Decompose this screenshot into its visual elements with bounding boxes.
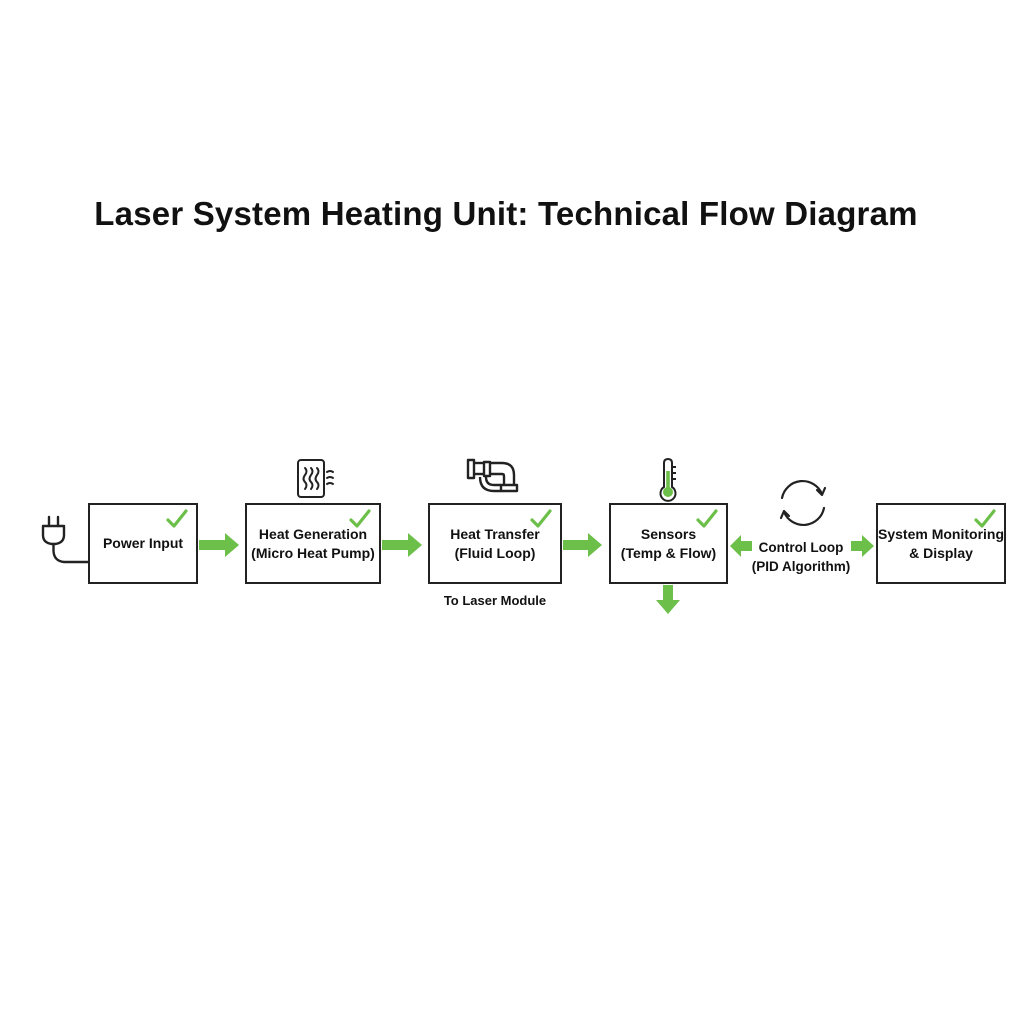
arrow-sensors-down [656,585,680,614]
node-label: Sensors [640,525,697,542]
arrow-control-loop-to-monitoring [851,535,874,557]
node-sensors: Sensors (Temp & Flow) [609,503,728,584]
check-icon [530,509,552,528]
node-heat-transfer: Heat Transfer (Fluid Loop) [428,503,562,584]
control-loop-label: Control Loop (PID Algorithm) [748,538,854,576]
check-icon [349,509,371,528]
heat-panel-icon [297,459,334,498]
control-loop-title: Control Loop [758,540,844,555]
node-power-input: Power Input [88,503,198,584]
pipe-icon [466,458,519,493]
plug-icon [41,515,90,564]
control-loop-subtitle: (PID Algorithm) [751,559,851,574]
node-sublabel: (Fluid Loop) [454,544,536,561]
diagram-title: Laser System Heating Unit: Technical Flo… [94,195,918,232]
node-label: Heat Generation [258,525,368,542]
node-sublabel: (Temp & Flow) [620,544,717,561]
check-icon [696,509,718,528]
arrow-heat-transfer-to-sensors [563,533,602,557]
thermometer-icon [659,457,677,502]
arrow-control-loop-to-sensors [730,535,752,557]
node-label: Power Input [102,535,184,551]
node-system-monitoring: System Monitoring & Display [876,503,1006,584]
node-heat-generation: Heat Generation (Micro Heat Pump) [245,503,381,584]
arrow-heat-generation-to-heat-transfer [382,533,422,557]
check-icon [974,509,996,528]
node-sublabel: (Micro Heat Pump) [251,544,375,561]
check-icon [166,509,188,528]
node-sublabel: & Display [909,544,973,561]
arrow-power-to-heat-generation [199,533,239,557]
output-label: To Laser Module [443,593,547,608]
node-label: Heat Transfer [450,525,540,542]
cycle-arrows-icon [779,479,827,527]
node-label: System Monitoring [878,525,1005,542]
